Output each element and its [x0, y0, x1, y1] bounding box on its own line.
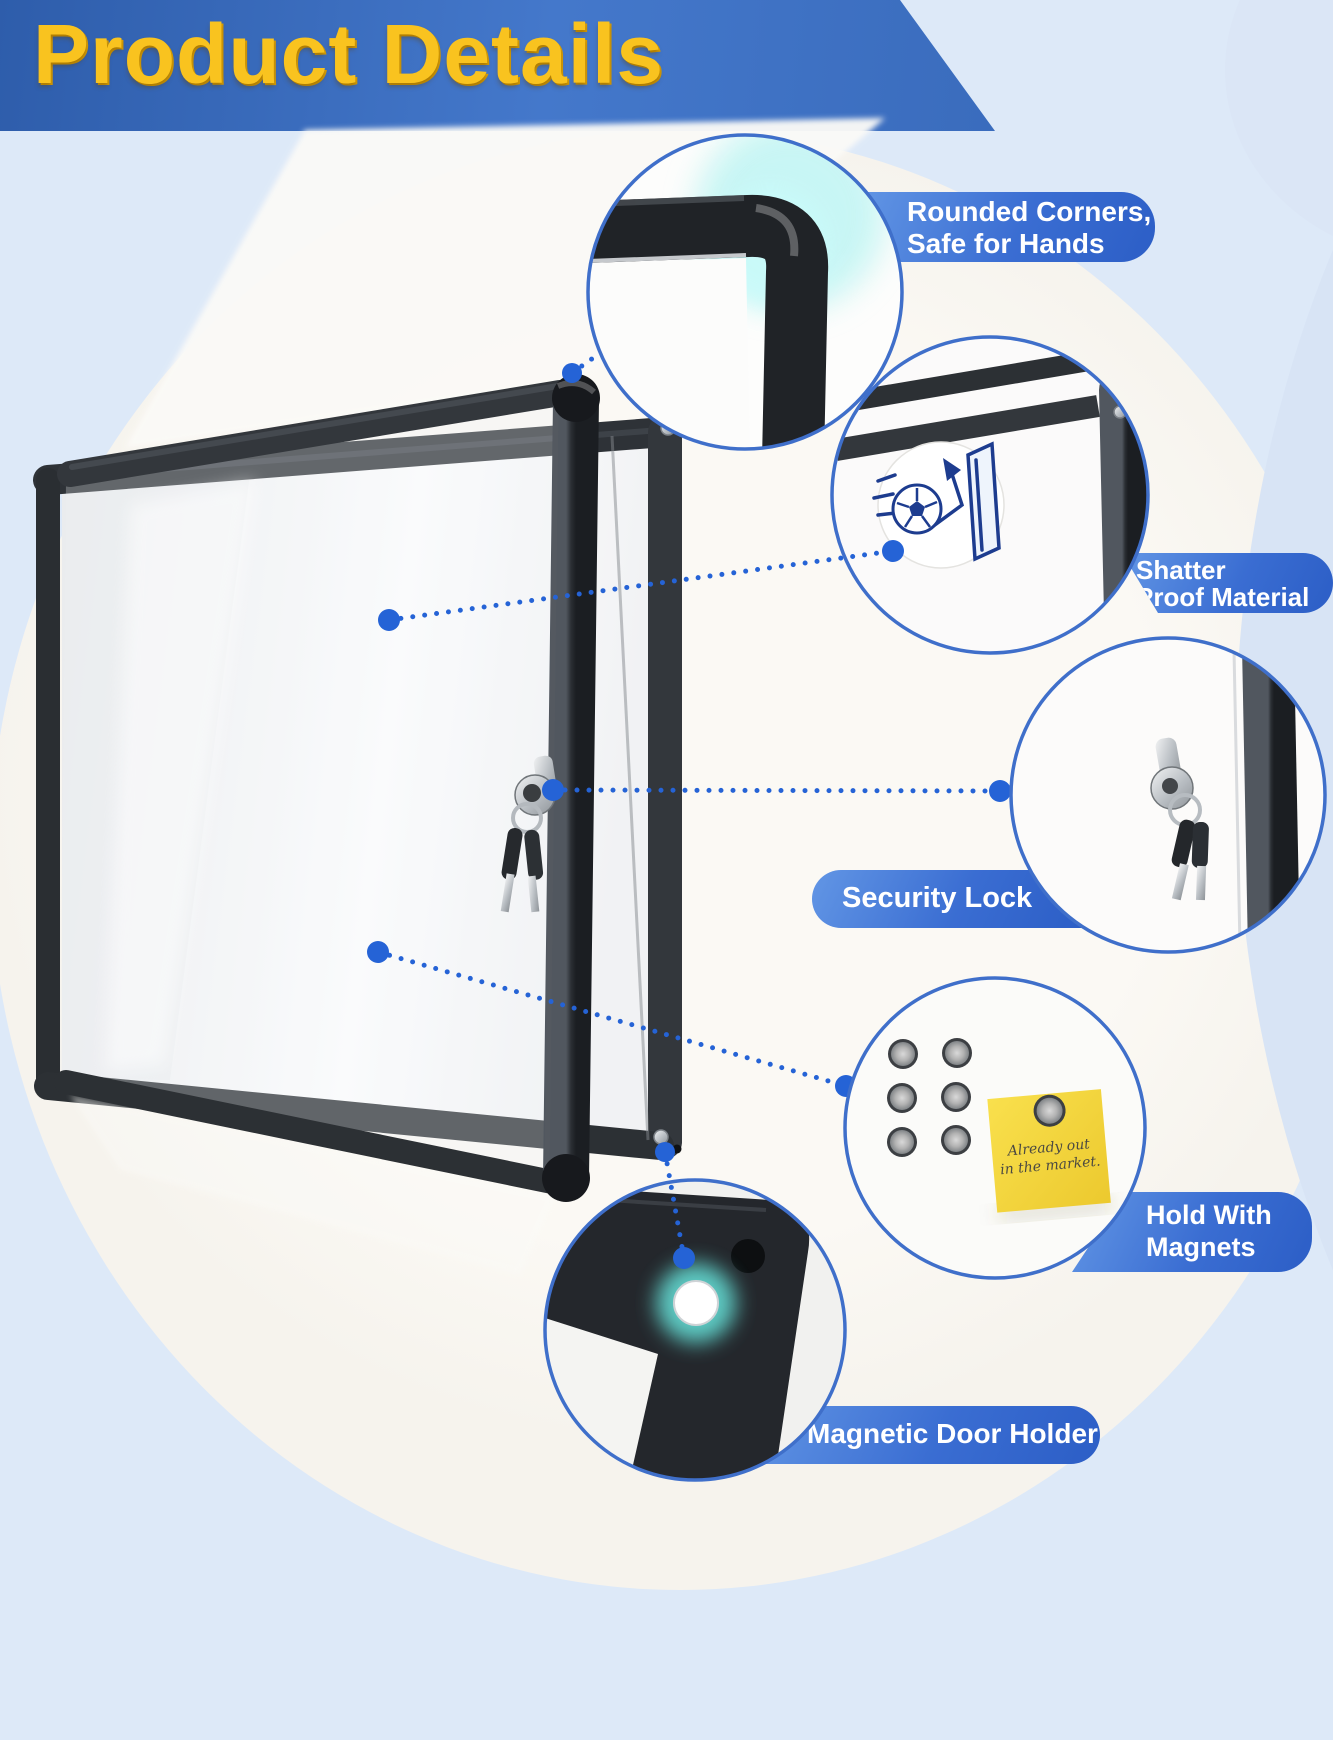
dotted-connectors: [375, 343, 1003, 1089]
label-line: Shatter: [1136, 555, 1226, 585]
glass-door: [54, 374, 650, 1275]
sticky-note: Already out in the market.: [987, 1089, 1112, 1219]
product-illustration: [33, 118, 1011, 1275]
door-corner-cap-top: [552, 374, 600, 422]
dotted-connector-security-lock: [550, 787, 1003, 794]
connector-dots-top: [378, 540, 904, 1269]
security-lock-keys: [1150, 737, 1209, 901]
callout-label-rounded-corners: Rounded Corners, Safe for Hands: [857, 192, 1155, 262]
sticky-note-text: Already out: [1005, 1136, 1091, 1159]
label-line: Safe for Hands: [907, 228, 1105, 259]
magnetic-holder-disc: [673, 1280, 719, 1326]
callout-circle-hold-with-magnets: Already out in the market.: [843, 976, 1147, 1280]
magnet-icons: [887, 1038, 972, 1157]
title-banner: Product Details: [0, 0, 995, 131]
label-line: Proof Material: [1136, 582, 1310, 612]
callout-circle-rounded-corner: [586, 133, 904, 451]
door-corner-cap-bottom: [542, 1154, 590, 1202]
label-line: Magnetic Door Holder: [807, 1418, 1098, 1449]
lock-with-keys: [500, 755, 558, 913]
label-line: Magnets: [1146, 1232, 1256, 1262]
label-line: Security Lock: [842, 882, 1033, 914]
callout-label-security-lock: Security Lock: [812, 870, 1085, 928]
callout-circle-shatter-proof: [830, 335, 1150, 655]
callout-circles: Already out in the market.: [378, 133, 1327, 1482]
page-title: Product Details: [33, 7, 665, 101]
callout-circle-security-lock: [1009, 636, 1327, 954]
label-line: Rounded Corners,: [907, 196, 1152, 227]
callout-label-shatter-proof: Shatter Proof Material: [1122, 553, 1333, 613]
dotted-connector-shatter-proof: [386, 548, 896, 623]
dotted-connectors-top: [386, 548, 896, 1261]
callout-circle-magnetic-door-holder: [543, 1178, 847, 1482]
dotted-connector-magnets: [375, 949, 849, 1089]
dotted-connector-rounded-corners: [569, 343, 613, 376]
magnet-on-note: [1033, 1094, 1066, 1127]
shatterproof-pane-icon: [872, 441, 1001, 562]
soccer-ball-icon: [891, 483, 943, 535]
mounting-hole: [731, 1239, 765, 1273]
label-line: Hold With: [1146, 1200, 1272, 1230]
